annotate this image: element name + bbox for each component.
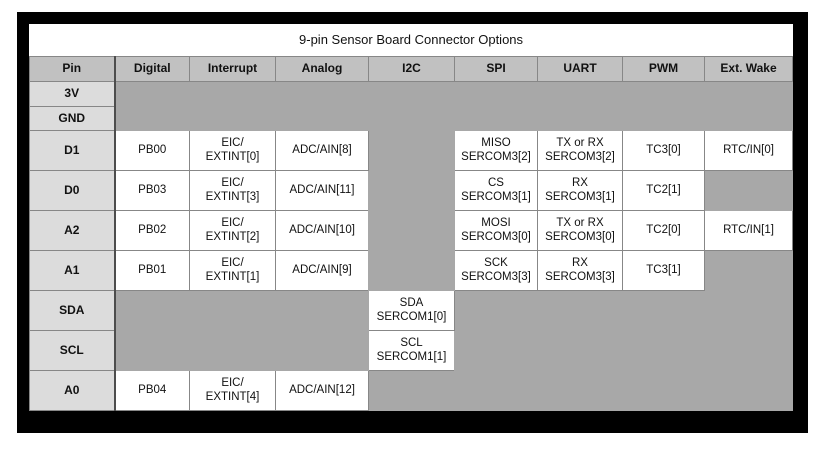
table-row: SDA SDA SERCOM1[0] (29, 289, 793, 371)
cell-sda-i2c: SDA SERCOM1[0] (368, 289, 455, 331)
col-header-uart: UART (537, 55, 623, 82)
cell-a1-spi: SCK SERCOM3[3] (454, 249, 538, 291)
cell-a2-interrupt: EIC/ EXTINT[2] (189, 209, 276, 251)
table-row: A1 PB01 EIC/ EXTINT[1] ADC/AIN[9] SCK SE… (29, 249, 794, 371)
cell-a1-digital: PB01 (114, 249, 190, 291)
empty-region-i2c-right (454, 289, 705, 371)
empty-region-i2c-column (368, 129, 455, 291)
table-row: GND (29, 105, 793, 131)
cell-d0-interrupt: EIC/ EXTINT[3] (189, 169, 276, 211)
col-header-analog: Analog (275, 55, 369, 82)
cell-d1-pwm: TC3[0] (622, 129, 705, 171)
cell-scl-i2c: SCL SERCOM1[1] (368, 329, 455, 371)
table-row: A0 PB04 EIC/ EXTINT[4] ADC/AIN[12] (29, 369, 794, 411)
cell-a2-uart: TX or RX SERCOM3[0] (537, 209, 623, 251)
cell-a1-interrupt: EIC/ EXTINT[1] (189, 249, 276, 291)
cell-a1-uart: RX SERCOM3[3] (537, 249, 623, 291)
cell-d1-interrupt: EIC/ EXTINT[0] (189, 129, 276, 171)
cell-d1-digital: PB00 (114, 129, 190, 171)
row-label-d1: D1 (29, 129, 116, 171)
cell-d0-pwm: TC2[1] (622, 169, 705, 211)
col-header-spi: SPI (454, 55, 538, 82)
col-header-pwm: PWM (622, 55, 705, 82)
table-title: 9-pin Sensor Board Connector Options (29, 24, 793, 57)
col-header-pin: Pin (29, 55, 116, 82)
row-label-sda: SDA (29, 289, 116, 331)
slide-frame: 9-pin Sensor Board Connector Options Pin… (17, 12, 808, 433)
cell-d1-ext-wake: RTC/IN[0] (703, 129, 794, 171)
cell-a2-analog: ADC/AIN[10] (275, 209, 369, 251)
row-label-a2: A2 (29, 209, 116, 251)
table-row: D0 PB03 EIC/ EXTINT[3] ADC/AIN[11] CS SE… (29, 169, 794, 211)
row-label-3v: 3V (29, 80, 116, 107)
cell-d1-analog: ADC/AIN[8] (275, 129, 369, 171)
empty-region-power (113, 80, 794, 131)
empty-region-i2c-left (114, 289, 369, 371)
cell-d0-uart: RX SERCOM3[1] (537, 169, 623, 211)
cell-d0-spi: CS SERCOM3[1] (454, 169, 538, 211)
cell-d0-analog: ADC/AIN[11] (275, 169, 369, 211)
row-label-d0: D0 (29, 169, 116, 211)
table-row: SCL SCL SERCOM1[1] (29, 329, 793, 371)
cell-a2-pwm: TC2[0] (622, 209, 705, 251)
row-label-a0: A0 (29, 369, 116, 411)
col-header-i2c: I2C (368, 55, 455, 82)
connector-options-table: 9-pin Sensor Board Connector Options Pin… (29, 24, 794, 411)
empty-region-ext-wake-column (703, 249, 794, 371)
table-row: 3V (29, 80, 794, 131)
cell-a2-ext-wake: RTC/IN[1] (703, 209, 794, 251)
table-row: A2 PB02 EIC/ EXTINT[2] ADC/AIN[10] MOSI … (29, 209, 794, 251)
cell-d1-spi: MISO SERCOM3[2] (454, 129, 538, 171)
cell-d0-digital: PB03 (114, 169, 190, 211)
empty-region-a0-right (367, 369, 794, 411)
cell-a0-analog: ADC/AIN[12] (275, 369, 369, 411)
cell-a0-interrupt: EIC/ EXTINT[4] (189, 369, 276, 411)
cell-a2-digital: PB02 (114, 209, 190, 251)
row-label-gnd: GND (29, 105, 116, 131)
cell-a1-pwm: TC3[1] (622, 249, 705, 291)
row-label-a1: A1 (29, 249, 116, 291)
cell-d1-uart: TX or RX SERCOM3[2] (537, 129, 623, 171)
empty-cell-d0-ext-wake (703, 169, 794, 211)
col-header-digital: Digital (114, 55, 190, 82)
col-header-ext-wake: Ext. Wake (703, 55, 794, 82)
col-header-interrupt: Interrupt (189, 55, 276, 82)
cell-a1-analog: ADC/AIN[9] (275, 249, 369, 291)
row-label-scl: SCL (29, 329, 116, 371)
table-row: D1 PB00 EIC/ EXTINT[0] ADC/AIN[8] MISO S… (29, 129, 794, 291)
cell-a0-digital: PB04 (114, 369, 190, 411)
cell-a2-spi: MOSI SERCOM3[0] (454, 209, 538, 251)
